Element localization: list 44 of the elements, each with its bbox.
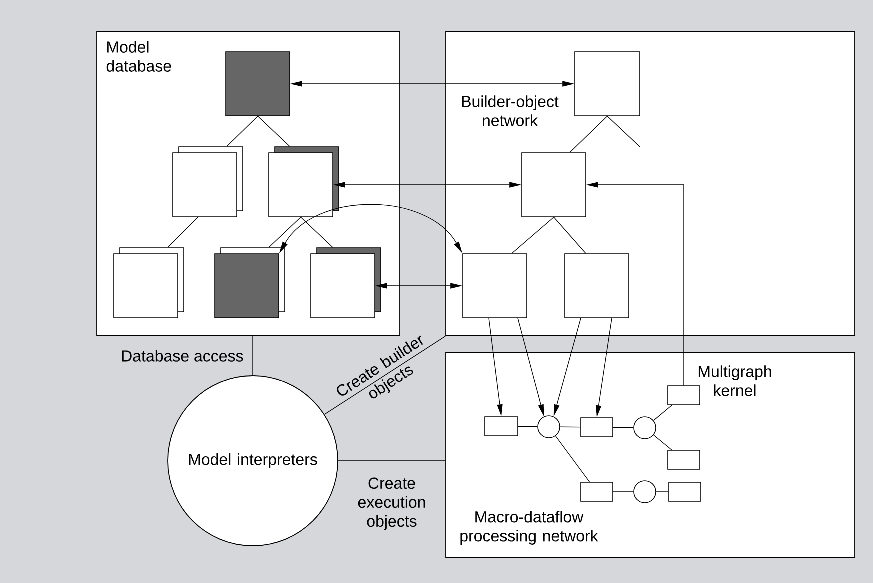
panel-title: Multigraph kernel xyxy=(698,366,772,396)
connector-line xyxy=(653,405,672,422)
dataflow-circle xyxy=(538,416,560,438)
stacked-square xyxy=(214,248,286,318)
dataflow-box xyxy=(668,482,702,502)
stacked-square xyxy=(268,146,340,218)
panel xyxy=(446,352,856,558)
dataflow-box xyxy=(484,416,518,436)
connector-line xyxy=(555,436,590,482)
connector-line xyxy=(570,116,608,153)
connector-line xyxy=(512,217,554,254)
object-square xyxy=(564,254,630,318)
connector-line xyxy=(653,434,672,450)
connector-line xyxy=(607,116,641,148)
object-square xyxy=(462,254,528,318)
edge-label: Database access xyxy=(122,350,244,362)
connector-line xyxy=(226,116,258,147)
dataflow-box xyxy=(668,386,700,406)
dataflow-circle xyxy=(634,416,656,440)
panel-title: Model database xyxy=(106,41,172,72)
panel-title: Macro-dataflow processing network xyxy=(460,511,598,545)
connector-line xyxy=(168,217,198,248)
dataflow-box xyxy=(580,418,614,438)
connector-line xyxy=(518,426,538,428)
connector-line xyxy=(300,217,334,248)
dataflow-box xyxy=(580,482,614,502)
stacked-square xyxy=(172,146,244,218)
connector-line xyxy=(554,217,586,254)
stacked-square xyxy=(114,248,184,318)
connector-line xyxy=(258,116,290,147)
dataflow-box xyxy=(668,450,700,470)
connector-line xyxy=(252,336,254,376)
object-square xyxy=(522,152,586,218)
edge-label: Create execution objects xyxy=(358,478,426,530)
panel-title: Builder-object network xyxy=(462,96,559,126)
connector-line xyxy=(338,460,446,462)
connector-line xyxy=(324,336,446,415)
object-square xyxy=(574,52,640,116)
connector-line xyxy=(268,217,302,248)
object-square xyxy=(226,52,290,116)
connector-line xyxy=(560,426,581,428)
stacked-square xyxy=(310,248,382,318)
connector-line xyxy=(613,427,634,428)
dataflow-circle xyxy=(634,480,656,504)
